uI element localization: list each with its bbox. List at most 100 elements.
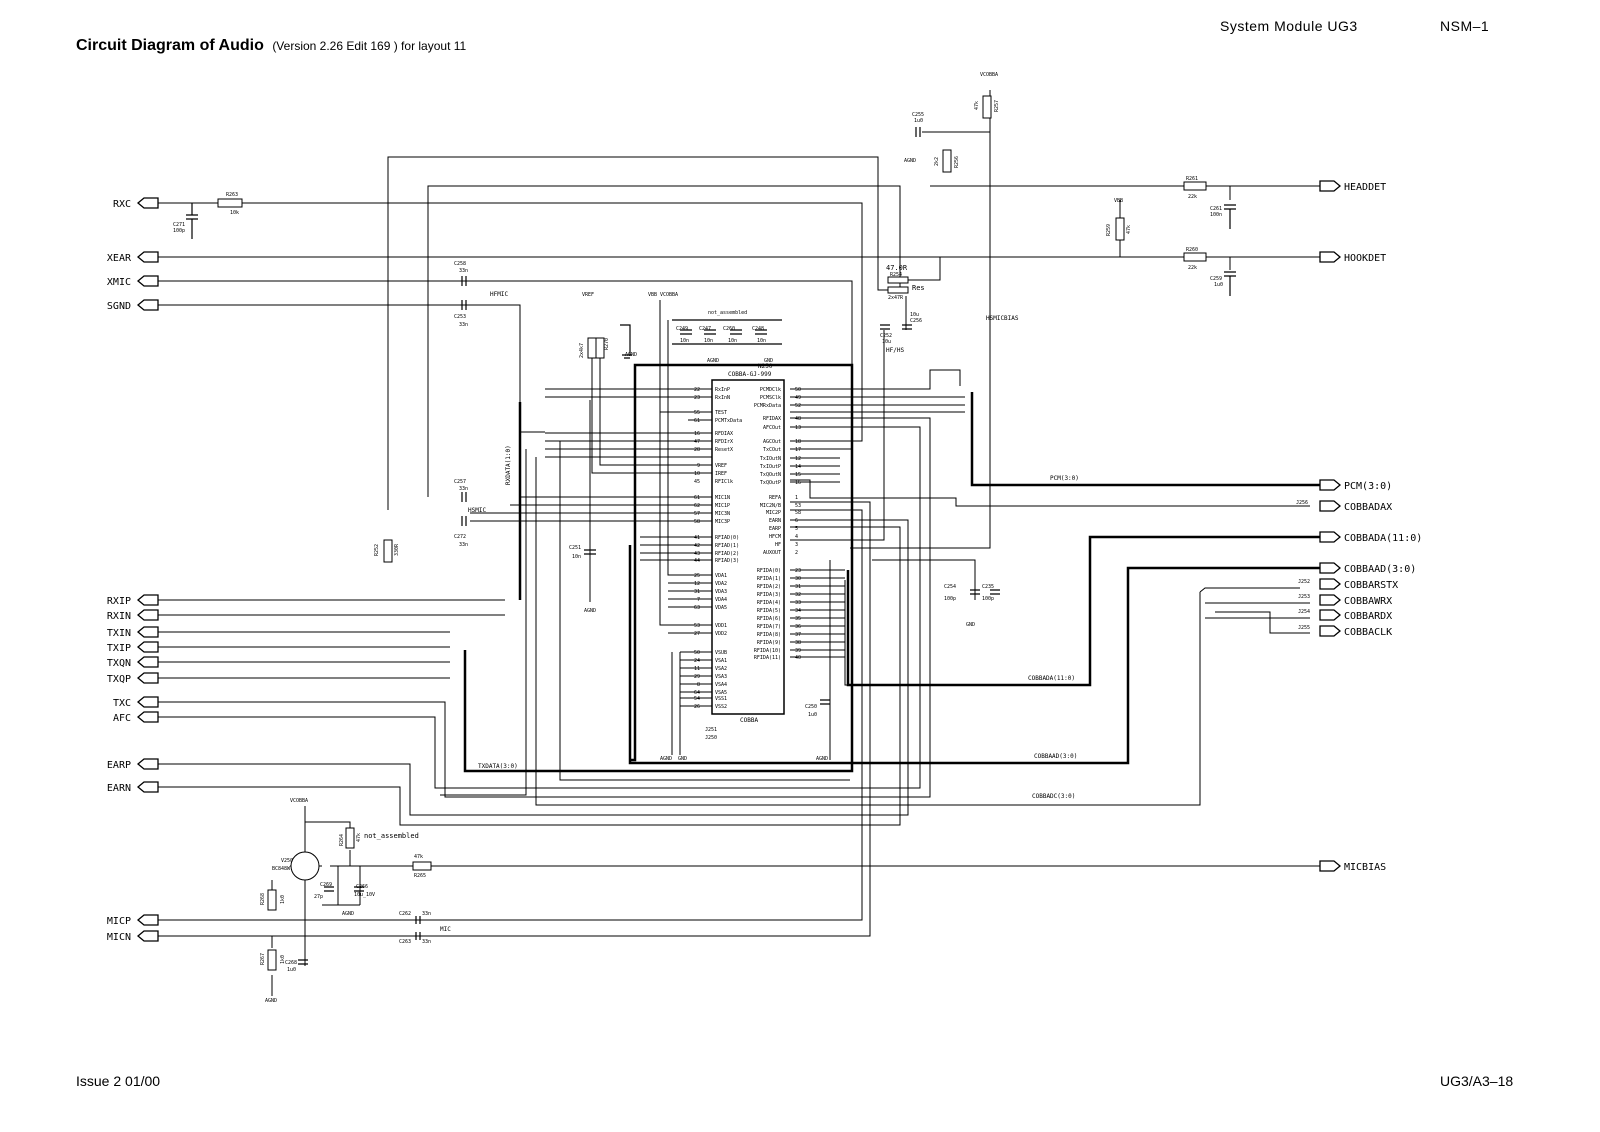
label-j255: J255 <box>1298 625 1310 631</box>
port-label: XMIC <box>107 277 131 288</box>
value-c263: 33n <box>422 939 431 945</box>
label-c247: C247 <box>699 326 711 332</box>
pin-number: 15 <box>795 472 801 478</box>
port-earn: EARN <box>107 781 159 794</box>
label-j251: J251 <box>705 727 717 733</box>
pin-number: 12 <box>694 581 700 587</box>
label-j254: J254 <box>1298 609 1310 615</box>
pin-label: HFCM <box>769 534 781 540</box>
pin-number: 25 <box>694 573 700 579</box>
pin-number: 16 <box>694 431 700 437</box>
label-r257: R257 <box>994 100 1000 112</box>
pin-label: VSUB <box>715 650 727 656</box>
port-arrow-icon <box>136 781 159 793</box>
pin-number: 7 <box>697 597 700 603</box>
port-label: COBBARSTX <box>1344 580 1398 591</box>
value-c249: 10n <box>680 338 689 344</box>
ic-pin-rfida-11: RFIDA(11)40 <box>754 655 801 661</box>
port-cobbadax: COBBADAX <box>1319 500 1392 513</box>
port-arrow-icon <box>1319 531 1342 543</box>
label-r254: R254 <box>890 272 902 278</box>
label-gnd-1: GND <box>764 358 773 364</box>
pin-number: 33 <box>795 600 801 606</box>
label-j256: J256 <box>1296 500 1308 506</box>
pin-number: 44 <box>694 558 700 564</box>
label-r261: R261 <box>1186 176 1198 182</box>
label-res: Res <box>912 284 925 292</box>
hsmic-label: HSMIC <box>468 507 486 514</box>
resistor-r265 <box>412 861 432 871</box>
pin-number: 38 <box>795 640 801 646</box>
ic-pin-rfida-9: RFIDA(9)38 <box>757 640 801 646</box>
port-arrow-icon <box>1319 500 1342 512</box>
ic-pin-rfida-10: RFIDA(10)39 <box>754 648 801 654</box>
value-c255: 1u0 <box>914 118 923 124</box>
ic-pin-rfida-8: RFIDA(8)37 <box>757 632 801 638</box>
pin-label: TxIOutP <box>760 464 781 470</box>
pin-label: PCMRxData <box>754 403 781 409</box>
label-agnd-8: AGND <box>265 998 277 1004</box>
pin-number: 58 <box>795 510 801 516</box>
label-agnd-1: AGND <box>904 158 916 164</box>
pin-label: RFIDA(10) <box>754 648 781 654</box>
pin-label: RxInP <box>715 387 730 393</box>
port-label: EARN <box>107 783 131 794</box>
port-arrow-icon <box>136 641 159 653</box>
pin-label: MIC1N <box>715 495 730 501</box>
pin-label: TxQOutP <box>760 480 781 486</box>
port-arrow-icon <box>136 914 159 926</box>
pin-number: 35 <box>795 616 801 622</box>
pin-label: HF <box>775 542 781 548</box>
label-agnd-5: AGND <box>660 756 672 762</box>
port-earp: EARP <box>107 758 159 771</box>
port-arrow-icon <box>136 696 159 708</box>
pin-number: 49 <box>795 395 801 401</box>
label-r265: R265 <box>414 873 426 879</box>
port-label: HOOKDET <box>1344 253 1386 264</box>
label-agnd-7: AGND <box>342 911 354 917</box>
resistor-r267 <box>267 949 277 971</box>
port-label: RXIN <box>107 611 131 622</box>
port-label: COBBARDX <box>1344 611 1392 622</box>
label-c260: C260 <box>723 326 735 332</box>
port-arrow-icon <box>136 251 159 263</box>
port-label: MICBIAS <box>1344 862 1386 873</box>
pin-label: TxIOutN <box>760 456 781 462</box>
value-r264: 47k <box>356 833 362 842</box>
ic-pin-mic1n: 61 MIC1N <box>694 495 730 501</box>
pin-number: 47 <box>694 439 700 445</box>
pin-number: 12 <box>795 456 801 462</box>
pin-number: 61 <box>694 495 700 501</box>
port-afc: AFC <box>113 711 159 724</box>
rxdata-bus-label: RXDATA(1:0) <box>505 445 512 485</box>
port-label: COBBACLK <box>1344 627 1392 638</box>
label-j250: J250 <box>705 735 717 741</box>
value-c251: 10n <box>572 554 581 560</box>
port-micn: MICN <box>107 930 159 943</box>
label-vcobba-top: VCOBBA <box>980 72 998 78</box>
pin-label: VDA2 <box>715 581 727 587</box>
port-label: RXC <box>113 199 131 210</box>
mic-label: MIC <box>440 926 451 933</box>
value-c269: 27p <box>314 894 323 900</box>
port-hookdet: HOOKDET <box>1319 251 1386 264</box>
pin-number: 26 <box>694 704 700 710</box>
pin-label: EARN <box>769 518 781 524</box>
hfhs-label: HF/HS <box>886 347 904 354</box>
value-r254: 47.0R <box>886 264 908 272</box>
resistor-r256 <box>942 149 952 173</box>
